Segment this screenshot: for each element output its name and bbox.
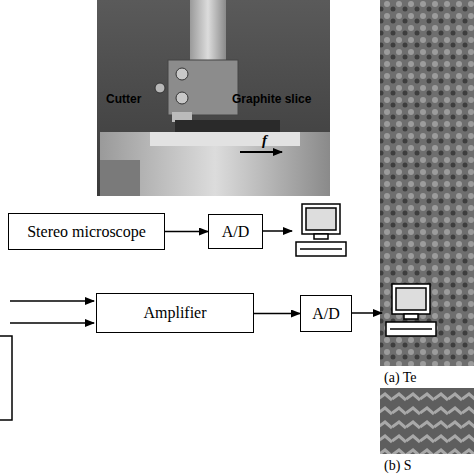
sem-image-a [380,0,474,366]
process-box: A/D [208,214,263,249]
computer-icon [296,204,346,256]
signal-arrow [254,313,300,315]
signal-arrow [263,230,292,232]
box-label: A/D [312,305,340,323]
box-label: A/D [222,223,250,241]
part-label: (b) S [384,458,412,474]
sem-image-b [380,388,474,454]
part-label: f [262,132,267,149]
part-label: (a) Te [384,370,417,386]
signal-arrow [352,312,382,314]
signal-arrow [165,231,208,233]
input-wire [10,300,94,302]
computer-icon [386,284,436,336]
input-wire [10,322,94,324]
process-box: Stereo microscope [8,213,165,250]
box-label: Stereo microscope [27,223,146,241]
cropped-box [0,336,12,420]
process-box: Amplifier [96,293,254,333]
process-box: A/D [300,295,352,332]
part-label: Cutter [106,92,141,106]
machining-photo [97,0,330,196]
part-label: Graphite slice [232,92,311,106]
box-label: Amplifier [143,304,206,322]
